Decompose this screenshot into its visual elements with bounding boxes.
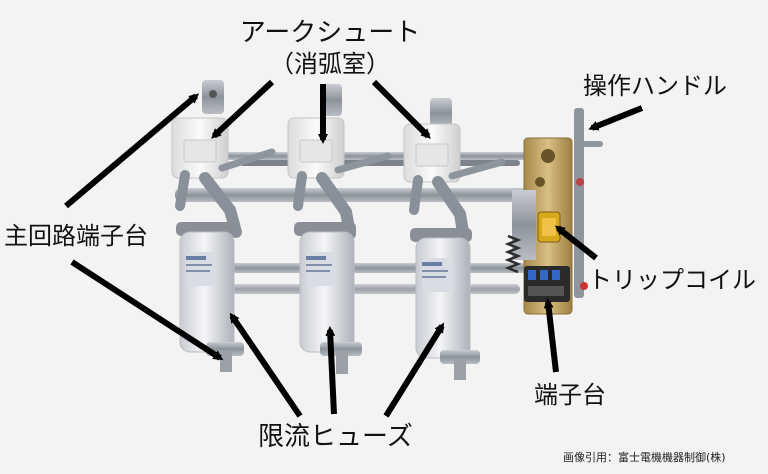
- pole-2: [287, 84, 362, 374]
- small-terminal-block: [524, 266, 570, 302]
- arrow-main-terminal-top: [64, 93, 200, 209]
- pole-3: [403, 98, 480, 380]
- arrow-trip-coil: [554, 225, 598, 261]
- operating-links: [218, 148, 506, 180]
- operating-handle-label: 操作ハンドル: [583, 72, 727, 100]
- terminal-block-label: 端子台: [534, 381, 606, 409]
- arrows: [64, 79, 644, 418]
- arrow-terminal-block: [543, 298, 559, 373]
- pole-1: [171, 80, 244, 372]
- arrow-fuse-3: [383, 322, 445, 418]
- operating-handle: [574, 108, 603, 298]
- arrow-arc-chute-1: [211, 79, 275, 139]
- main-terminal-block-label: 主回路端子台: [4, 222, 148, 250]
- arrow-operating-handle: [588, 105, 644, 131]
- trip-coil-label: トリップコイル: [588, 266, 756, 294]
- arrow-fuse-1: [229, 312, 303, 418]
- image-credit: 画像引用：富士電機機器制御(株): [563, 451, 726, 464]
- arc-chute-label: アークシュート: [239, 18, 421, 48]
- trip-coil: [537, 211, 561, 243]
- arrow-main-terminal-bottom: [70, 259, 224, 361]
- current-limiting-fuse-label: 限流ヒューズ: [258, 422, 413, 452]
- arrow-fuse-2: [325, 326, 337, 415]
- arrow-arc-chute-3: [371, 79, 431, 139]
- arc-chute-sublabel: （消弧室）: [270, 50, 390, 78]
